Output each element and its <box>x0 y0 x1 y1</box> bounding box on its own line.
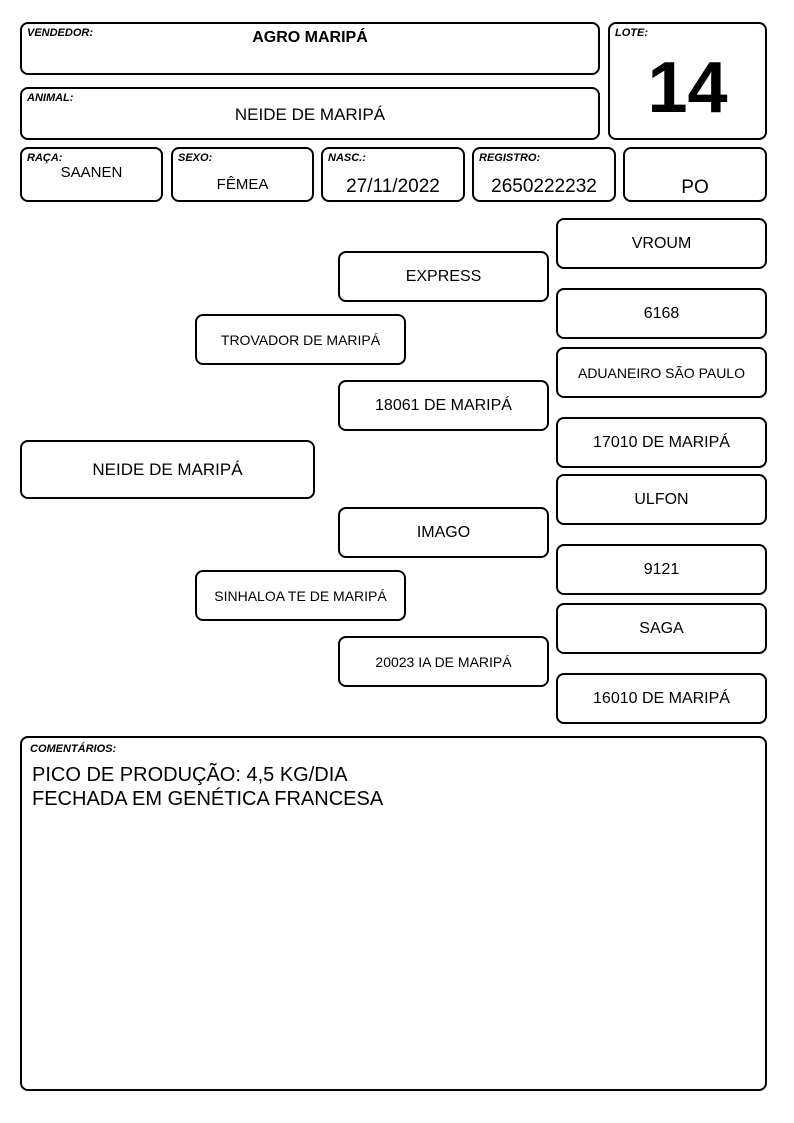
breed-value: SAANEN <box>60 164 123 181</box>
grade-box: PO <box>623 147 767 202</box>
pedigree-ggp-2: 6168 <box>556 288 767 339</box>
pedigree-ggp-5: ULFON <box>556 474 767 525</box>
pedigree-ggp-6: 9121 <box>556 544 767 595</box>
pedigree-ggp-7: SAGA <box>556 603 767 654</box>
pedigree-ggp-4: 17010 DE MARIPÁ <box>556 417 767 468</box>
lot-number: 14 <box>647 48 728 128</box>
animal-box: ANIMAL: NEIDE DE MARIPÁ <box>20 87 600 140</box>
birth-date: 27/11/2022 <box>346 176 440 197</box>
seller-label: VENDEDOR: <box>27 27 94 39</box>
pedigree-dam: SINHALOA TE DE MARIPÁ <box>195 570 406 621</box>
breed-box: RAÇA: SAANEN <box>20 147 163 202</box>
pedigree-dam-dam: 20023 IA DE MARIPÁ <box>338 636 549 687</box>
breed-label: RAÇA: <box>27 152 63 164</box>
sex-label: SEXO: <box>178 152 213 164</box>
sex-box: SEXO: FÊMEA <box>171 147 314 202</box>
pedigree-ggp-8: 16010 DE MARIPÁ <box>556 673 767 724</box>
registry-number: 2650222232 <box>491 176 597 197</box>
birth-box: NASC.: 27/11/2022 <box>321 147 465 202</box>
birth-label: NASC.: <box>328 152 366 164</box>
animal-name: NEIDE DE MARIPÁ <box>234 105 386 124</box>
seller-box: VENDEDOR: AGRO MARIPÁ <box>20 22 600 75</box>
comment-line-2: FECHADA EM GENÉTICA FRANCESA <box>32 788 384 810</box>
lot-box: LOTE: 14 <box>608 22 767 140</box>
grade-value: PO <box>681 177 709 198</box>
lot-label: LOTE: <box>615 27 648 39</box>
sex-value: FÊMEA <box>216 176 269 193</box>
pedigree-sire-sire: EXPRESS <box>338 251 549 302</box>
pedigree-sire: TROVADOR DE MARIPÁ <box>195 314 406 365</box>
comments-label: COMENTÁRIOS: <box>30 743 117 755</box>
pedigree-animal: NEIDE DE MARIPÁ <box>20 440 315 499</box>
seller-name: AGRO MARIPÁ <box>252 29 368 46</box>
comments-text: PICO DE PRODUÇÃO: 4,5 KG/DIA FECHADA EM … <box>32 763 383 811</box>
registry-box: REGISTRO: 2650222232 <box>472 147 616 202</box>
pedigree-ggp-1: VROUM <box>556 218 767 269</box>
animal-label: ANIMAL: <box>27 92 74 104</box>
pedigree-sire-dam: 18061 DE MARIPÁ <box>338 380 549 431</box>
comment-line-1: PICO DE PRODUÇÃO: 4,5 KG/DIA <box>32 764 348 786</box>
comments-box: COMENTÁRIOS: PICO DE PRODUÇÃO: 4,5 KG/DI… <box>20 736 767 1091</box>
registry-label: REGISTRO: <box>479 152 541 164</box>
pedigree-ggp-3: ADUANEIRO SÃO PAULO <box>556 347 767 398</box>
pedigree-dam-sire: IMAGO <box>338 507 549 558</box>
